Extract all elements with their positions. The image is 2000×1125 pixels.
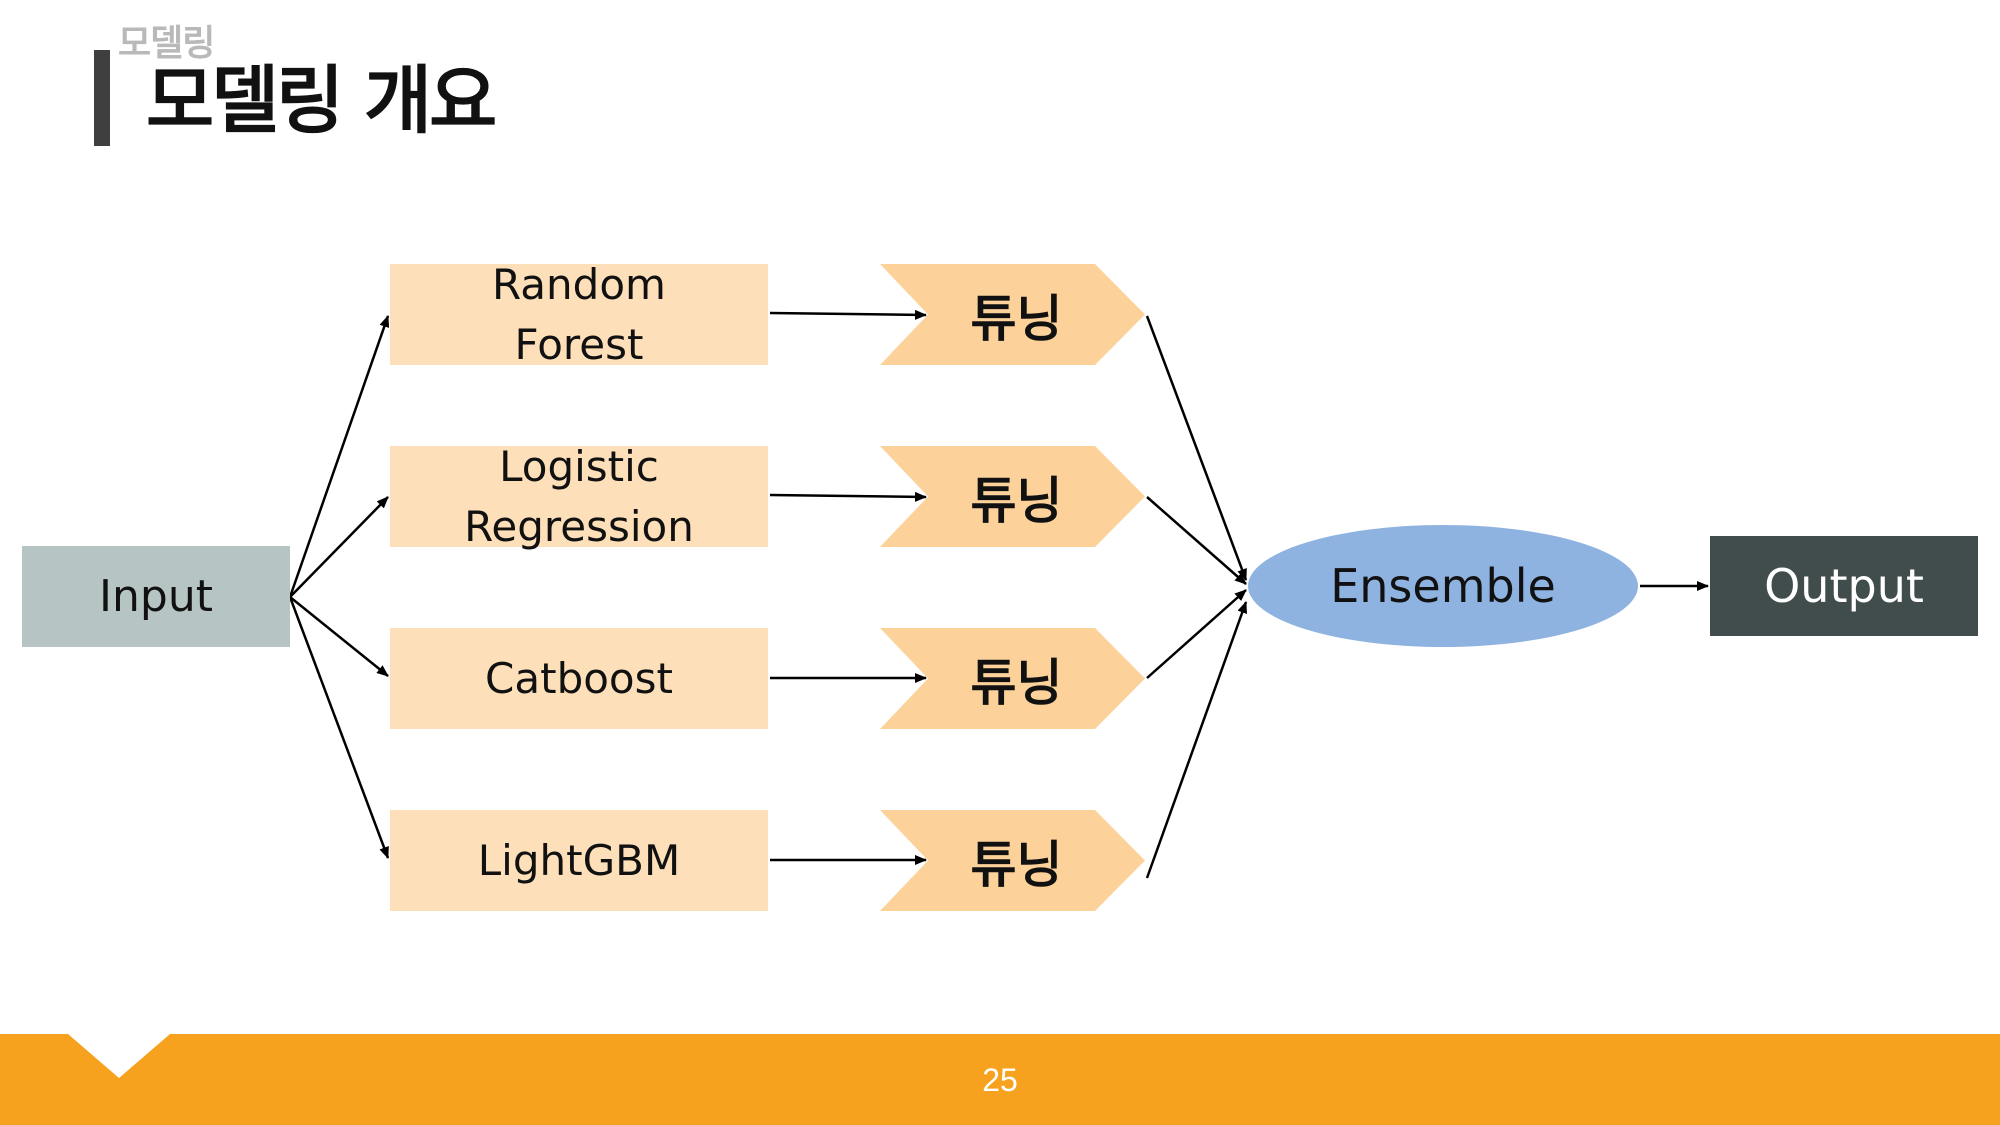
section-label: 모델링: [118, 23, 215, 64]
page-number: 25: [982, 1062, 1018, 1098]
output-node: Output: [1710, 536, 1978, 636]
model-label-line2: Forest: [514, 319, 644, 369]
arrow-input-to-random-forest: [288, 315, 390, 598]
model-node-random-forest: Random Forest: [390, 260, 768, 369]
model-label: LightGBM: [477, 835, 681, 885]
ensemble-node: Ensemble: [1248, 525, 1638, 647]
chevron-shape: [880, 628, 1145, 729]
arrow-tuning-3-to-ensemble: [1146, 589, 1247, 679]
arrow-logistic-regression-to-tuning: [769, 491, 927, 502]
arrow-input-to-catboost: [289, 596, 389, 677]
model-label-line1: Logistic: [499, 441, 659, 491]
model-label-line1: Random: [492, 259, 666, 309]
model-label-line2: Regression: [464, 501, 694, 551]
arrow-tuning-2-to-ensemble: [1146, 496, 1247, 585]
chevron-shape: [880, 446, 1145, 547]
model-node-lightgbm: LightGBM: [390, 810, 768, 911]
tuning-node-2: 튜닝: [880, 446, 1145, 547]
tuning-label: 튜닝: [970, 471, 1063, 530]
arrow-tuning-1-to-ensemble: [1145, 315, 1248, 581]
title-accent-bar: [94, 50, 110, 146]
arrow-tuning-4-to-ensemble: [1145, 601, 1248, 879]
input-node: Input: [22, 546, 290, 647]
tuning-label: 튜닝: [970, 653, 1063, 712]
model-label: Catboost: [485, 653, 673, 703]
chevron-shape: [880, 264, 1145, 365]
footer-bar: [0, 1034, 2000, 1125]
model-node-catboost: Catboost: [390, 628, 768, 729]
tuning-label: 튜닝: [970, 835, 1063, 894]
tuning-node-4: 튜닝: [880, 810, 1145, 911]
arrow-random-forest-to-tuning: [769, 309, 927, 320]
arrow-input-to-lightgbm: [288, 596, 390, 859]
footer-notch: [68, 1034, 170, 1078]
tuning-node-1: 튜닝: [880, 264, 1145, 365]
arrow-input-to-logistic-regression: [289, 496, 389, 598]
tuning-label: 튜닝: [970, 289, 1063, 348]
tuning-node-3: 튜닝: [880, 628, 1145, 729]
chevron-shape: [880, 810, 1145, 911]
page-title: 모델링 개요: [146, 58, 497, 144]
model-node-logistic-regression: Logistic Regression: [390, 442, 768, 551]
